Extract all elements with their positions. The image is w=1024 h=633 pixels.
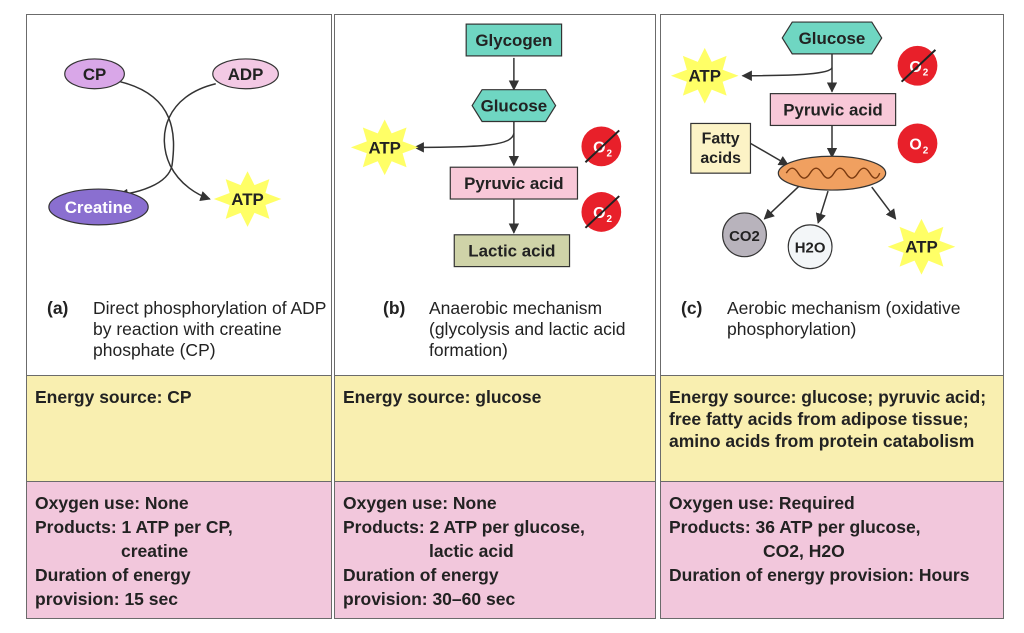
adp-to-atp-arrow: [163, 83, 216, 201]
fatty-acids-label-2: acids: [700, 150, 741, 167]
energy-source-text: Energy source: glucose: [343, 387, 542, 407]
glucose-label: Glucose: [481, 97, 548, 116]
cp-label: CP: [83, 65, 106, 84]
glycogen-box: [465, 23, 563, 57]
glucose-hexagon: [471, 89, 557, 123]
svg-text:2: 2: [607, 214, 613, 225]
oxygen-products-band: Oxygen use: None Products: 2 ATP per glu…: [335, 482, 655, 618]
atp-star-icon: [670, 47, 739, 104]
duration-line: Duration of energy: [35, 565, 191, 585]
svg-text:2: 2: [607, 148, 613, 159]
panel-aerobic: Glucose ATP O 2 Pyruvic acid Fatty acids…: [660, 14, 1004, 619]
products-line-cont: creatine: [121, 541, 189, 561]
diagram-aerobic: Glucose ATP O 2 Pyruvic acid Fatty acids…: [670, 21, 956, 275]
pyruvic-acid-label: Pyruvic acid: [783, 101, 883, 120]
products-line-cont: CO2, H2O: [763, 541, 845, 561]
adp-label: ADP: [228, 65, 264, 84]
glycogen-label: Glycogen: [475, 31, 552, 50]
atp-star-icon: [350, 119, 419, 176]
caption-text: Anaerobic mechanism (glycolysis and lact…: [429, 298, 626, 360]
oxygen-products-band: Oxygen use: None Products: 1 ATP per CP,…: [27, 482, 331, 618]
energy-source-text: Energy source: CP: [35, 387, 192, 407]
glucose-to-atp-arrow: [741, 67, 833, 81]
duration-line: Duration of energy: [343, 565, 499, 585]
energy-source-band: Energy source: glucose: [335, 375, 655, 482]
energy-source-band: Energy source: glucose; pyruvic acid; fr…: [661, 375, 1003, 482]
lactic-acid-box: [453, 234, 571, 268]
no-oxygen-icon: O 2: [897, 45, 938, 86]
cp-to-creatine-arrow: [117, 81, 175, 200]
co2-label: CO2: [729, 229, 760, 245]
caption-text: Direct phosphorylation of ADP by reactio…: [93, 298, 327, 360]
products-line-cont: lactic acid: [429, 541, 514, 561]
panel-anaerobic: Glycogen Glucose ATP Pyruvic acid Lactic…: [334, 14, 656, 619]
oxygen-products-band: Oxygen use: Required Products: 36 ATP pe…: [661, 482, 1003, 618]
oxygen-use-line: Oxygen use: None: [35, 493, 189, 513]
energy-source-band: Energy source: CP: [27, 375, 331, 482]
h2o-circle: [787, 224, 833, 270]
svg-text:2: 2: [923, 145, 929, 156]
svg-text:O: O: [909, 136, 921, 153]
duration-line: Duration of energy provision: Hours: [669, 565, 970, 585]
energy-source-text: Energy source: glucose; pyruvic acid; fr…: [669, 387, 987, 451]
caption-tag: (a): [47, 298, 69, 318]
glucose-hexagon: [781, 21, 883, 55]
fatty-acids-box: [690, 122, 752, 174]
lactic-acid-label: Lactic acid: [468, 242, 555, 261]
oxygen-icon: O 2: [897, 123, 938, 164]
panel-direct-phosphorylation: CP ADP Creatine ATP (a) Direct phosphory…: [26, 14, 332, 619]
pyruvic-acid-label: Pyruvic acid: [464, 174, 563, 193]
fatty-acids-to-mitochondrion-arrow: [750, 142, 790, 166]
pyruvic-acid-box: [449, 166, 579, 200]
products-line: Products: 36 ATP per glucose,: [669, 517, 921, 537]
mitochondrion-to-h2o-arrow: [815, 190, 829, 224]
creatine-node: [48, 188, 149, 226]
glucose-to-atp-arrow: [413, 133, 515, 153]
adp-node: [212, 58, 279, 90]
duration-line-cont: provision: 30–60 sec: [343, 589, 516, 609]
cp-node: [64, 58, 125, 90]
h2o-label: H2O: [795, 241, 826, 257]
co2-circle: [722, 212, 767, 258]
atp-right-label: ATP: [905, 238, 938, 257]
products-line: Products: 2 ATP per glucose,: [343, 517, 585, 537]
glucose-label: Glucose: [799, 29, 866, 48]
products-line: Products: 1 ATP per CP,: [35, 517, 233, 537]
atp-left-label: ATP: [688, 67, 721, 86]
mitochondrion-to-atp-arrow: [871, 186, 897, 220]
caption-tag: (b): [383, 298, 406, 318]
atp-star-icon: [887, 218, 956, 275]
duration-line-cont: provision: 15 sec: [35, 589, 178, 609]
atp-label: ATP: [368, 138, 401, 157]
svg-text:2: 2: [923, 68, 929, 79]
atp-label: ATP: [231, 190, 263, 209]
mitochondrion-icon: [777, 155, 887, 191]
mitochondrion-to-co2-arrow: [763, 184, 801, 220]
no-oxygen-icon: O 2: [581, 192, 622, 232]
oxygen-use-line: Oxygen use: None: [343, 493, 497, 513]
oxygen-use-line: Oxygen use: Required: [669, 493, 855, 513]
diagram-direct-phosphorylation: CP ADP Creatine ATP: [48, 58, 282, 227]
pyruvic-acid-box: [769, 93, 897, 127]
no-oxygen-icon: O 2: [581, 126, 622, 167]
caption-tag: (c): [681, 298, 703, 318]
caption-text: Aerobic mechanism (oxidative phosphoryla…: [727, 298, 961, 339]
fatty-acids-label-1: Fatty: [702, 130, 740, 147]
creatine-label: Creatine: [65, 198, 133, 217]
atp-star-icon: [213, 171, 282, 227]
diagram-anaerobic: Glycogen Glucose ATP Pyruvic acid Lactic…: [350, 23, 622, 268]
